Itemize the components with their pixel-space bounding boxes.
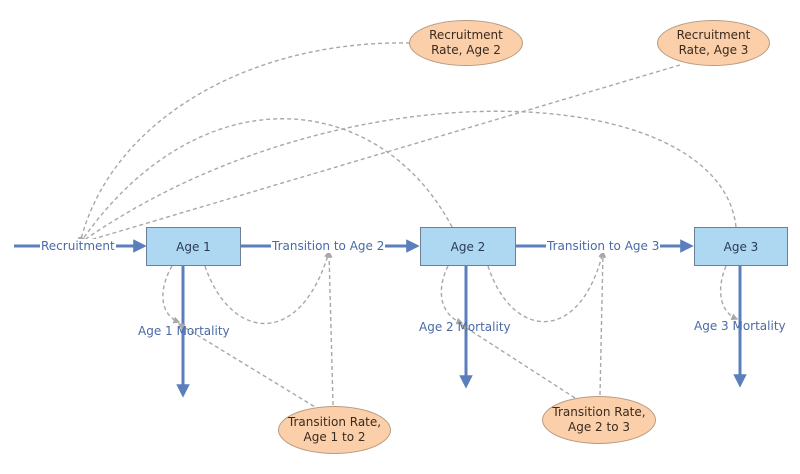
- connector-age2-to-transition23: [487, 250, 606, 323]
- stock-age-1-label: Age 1: [176, 239, 211, 254]
- transition-12-flow-label[interactable]: Transition to Age 2: [271, 239, 386, 253]
- variable-transition-rate-age-2-to-3[interactable]: Transition Rate, Age 2 to 3: [542, 396, 656, 444]
- transition-23-flow-label[interactable]: Transition to Age 3: [546, 239, 661, 253]
- mortality-1-flow-label[interactable]: Age 1 Mortality: [138, 324, 230, 338]
- stock-age-1[interactable]: Age 1: [146, 227, 241, 266]
- stock-age-2-label: Age 2: [450, 239, 486, 254]
- connector-recruit3-to-recruitment: [78, 64, 681, 245]
- variable-label-line: Age 2 to 3: [568, 420, 630, 434]
- variable-transition-rate-age-1-to-2[interactable]: Transition Rate, Age 1 to 2: [278, 406, 391, 454]
- variable-label-line: Recruitment: [429, 28, 503, 42]
- variable-label-line: Transition Rate,: [552, 405, 646, 419]
- mortality-3-flow-label[interactable]: Age 3 Mortality: [694, 319, 786, 333]
- connector-rate23-to-transition23: [599, 250, 607, 396]
- variable-recruitment-rate-age-3[interactable]: Recruitment Rate, Age 3: [657, 20, 770, 66]
- connector-age3-to-mortality3: [719, 265, 739, 321]
- mortality-2-flow-label[interactable]: Age 2 Mortality: [419, 320, 511, 334]
- stock-age-3[interactable]: Age 3: [694, 227, 788, 266]
- connector-rate23-to-mortality2: [460, 324, 576, 399]
- connector-age2-to-recruitment: [79, 118, 453, 245]
- connector-recruit2-to-recruitment: [77, 42, 411, 245]
- variable-label-line: Recruitment: [676, 28, 751, 42]
- stock-age-3-label: Age 3: [723, 239, 759, 254]
- connector-age1-to-transition12: [204, 250, 331, 325]
- connector-age1-to-mortality1: [162, 265, 181, 324]
- variable-label-line: Rate, Age 3: [678, 43, 749, 57]
- stock-age-2[interactable]: Age 2: [420, 227, 516, 266]
- connector-age3-to-recruitment: [78, 110, 737, 244]
- variable-label-line: Transition Rate,: [287, 415, 382, 429]
- variable-label-line: Rate, Age 2: [431, 43, 501, 57]
- connector-age2-to-mortality2: [440, 265, 464, 325]
- connector-rate12-to-transition12: [325, 250, 334, 406]
- variable-label-line: Age 1 to 2: [303, 430, 366, 444]
- recruitment-flow-label[interactable]: Recruitment: [40, 239, 116, 253]
- variable-recruitment-rate-age-2[interactable]: Recruitment Rate, Age 2: [409, 20, 523, 66]
